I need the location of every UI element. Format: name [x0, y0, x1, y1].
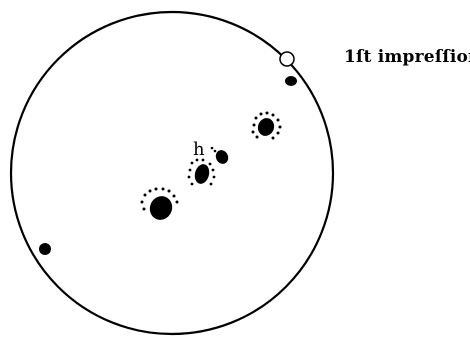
sunspot-group-middle: [188, 159, 216, 186]
spot-label-h: h: [193, 139, 205, 160]
sunspot-edge: [285, 76, 297, 86]
sunspot-group-h: [211, 147, 231, 166]
sunspot-group-lower: [141, 188, 179, 224]
sunspot-left: [39, 243, 51, 255]
limb-marker-circle: [280, 52, 294, 66]
impression-caption: 1ſt impreſſion: [344, 47, 470, 67]
sunspot-group-upper: [252, 112, 282, 140]
